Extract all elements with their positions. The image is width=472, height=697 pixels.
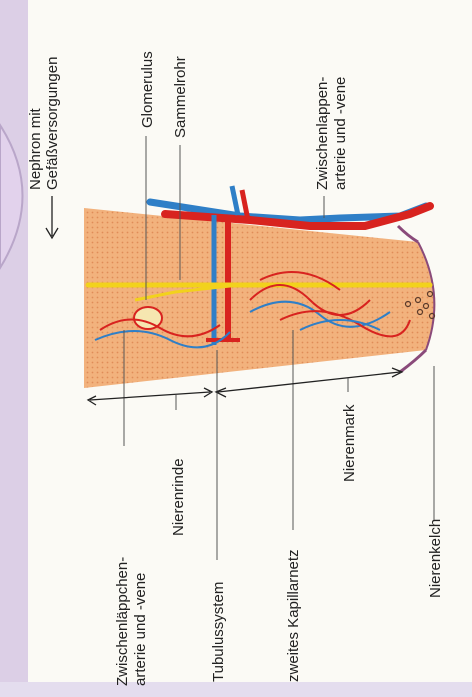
label-nierenkelch: Nierenkelch bbox=[427, 519, 444, 598]
label-zwischenlaeppchen-line1: Zwischenläppchen- bbox=[114, 557, 131, 686]
vein-branch-top bbox=[232, 186, 238, 215]
label-tubulussystem: Tubulussystem bbox=[210, 582, 227, 682]
label-glomerulus: Glomerulus bbox=[139, 51, 156, 128]
lens-decoration bbox=[0, 125, 23, 268]
label-zwischenlaeppchen-line2: arterie und -vene bbox=[132, 573, 149, 686]
label-zwischenlappen-line2: arterie und -vene bbox=[332, 77, 349, 190]
label-sammelrohr: Sammelrohr bbox=[172, 56, 189, 138]
label-nephron: Nephron mit Gefäßversorgungen bbox=[27, 57, 61, 238]
calyx-top-outline bbox=[398, 226, 418, 242]
label-nierenmark: Nierenmark bbox=[341, 404, 358, 482]
nierenmark-bracket bbox=[216, 368, 402, 397]
calyx-bottom-outline bbox=[400, 350, 426, 372]
label-nephron-line1: Nephron mit bbox=[27, 107, 44, 190]
label-zweites-kapillarnetz: zweites Kapillarnetz bbox=[285, 549, 302, 682]
label-nierenrinde: Nierenrinde bbox=[170, 458, 187, 536]
kidney-tissue bbox=[84, 208, 435, 388]
nierenrinde-bracket bbox=[88, 388, 212, 405]
label-zwischenlappen-line1: Zwischenlappen- bbox=[314, 77, 331, 190]
label-nephron-line2: Gefäßversorgungen bbox=[44, 57, 61, 190]
